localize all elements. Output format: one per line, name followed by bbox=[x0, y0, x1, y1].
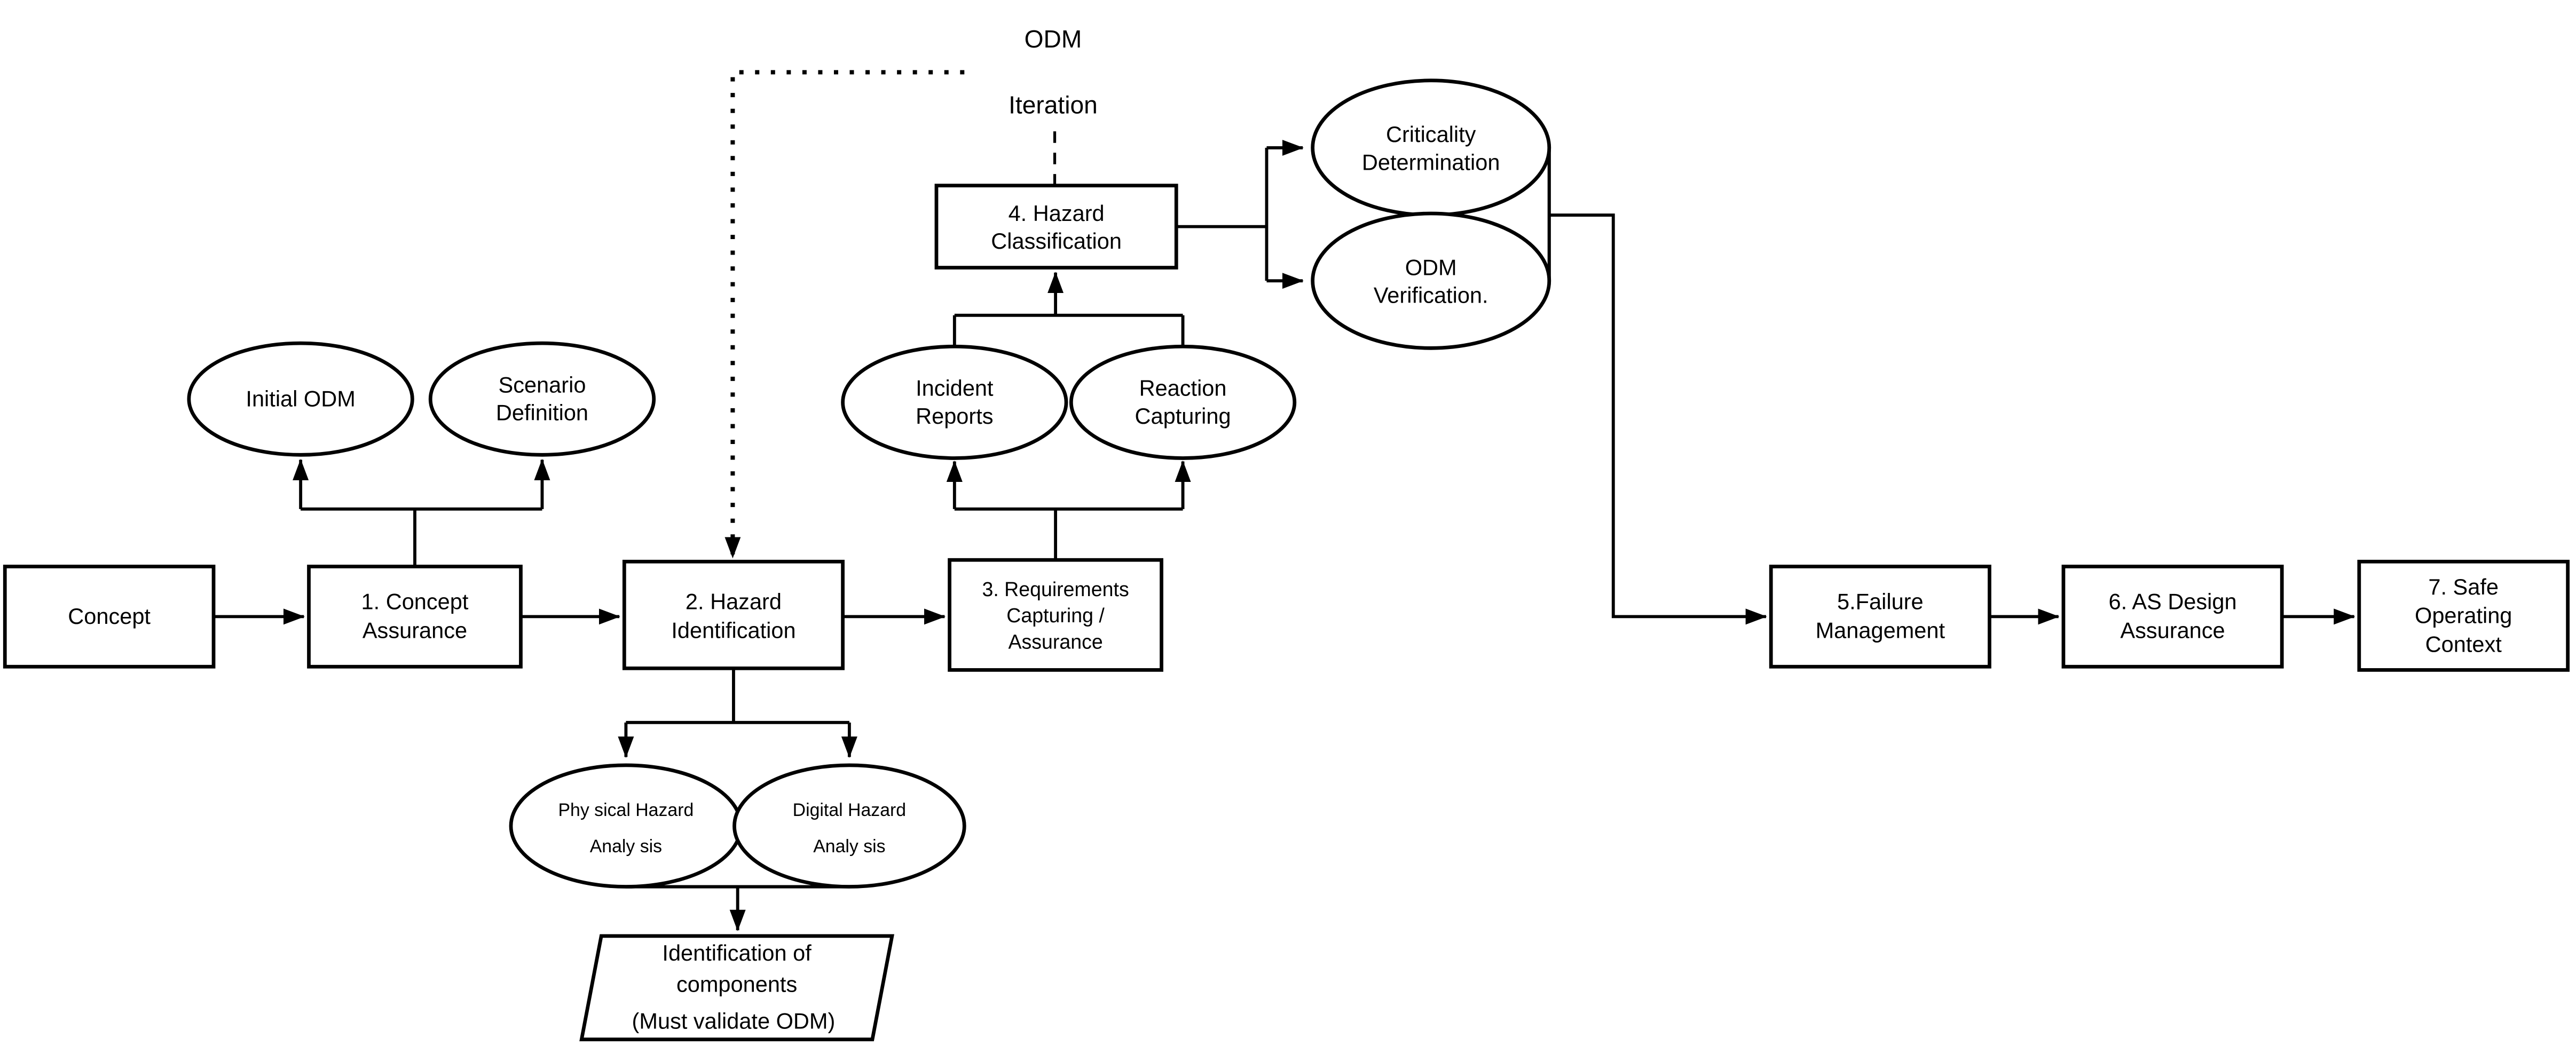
identification-of-components-label-line2: components bbox=[676, 971, 797, 996]
step7-label-line1: 7. Safe bbox=[2428, 574, 2499, 599]
ellipse-odm-verification: ODM Verification. bbox=[1311, 211, 1551, 350]
step7-label-line3: Context bbox=[2425, 632, 2502, 657]
ellipse-scenario-definition: Scenario Definition bbox=[428, 341, 656, 457]
physical-hazard-analysis-label-line2: Analy sis bbox=[590, 836, 662, 857]
step3-box bbox=[948, 558, 1163, 672]
odm-iteration-label-line1: ODM bbox=[1025, 25, 1082, 53]
step7-label-line2: Operating bbox=[2415, 603, 2512, 628]
connectors bbox=[214, 70, 2356, 931]
identification-of-components-label-line1: Identification of bbox=[662, 940, 812, 965]
odm-verification-label-line1: ODM bbox=[1405, 255, 1457, 280]
reaction-capturing-label-line2: Capturing bbox=[1135, 403, 1231, 429]
digital-hazard-analysis-label-line2: Analy sis bbox=[813, 836, 885, 857]
node-6-as-design-assurance: 6. AS Design Assurance bbox=[2061, 565, 2284, 669]
step2-label-line1: 2. Hazard bbox=[686, 589, 782, 614]
step1-box bbox=[307, 565, 523, 669]
step6-box bbox=[2061, 565, 2284, 669]
step6-label-line2: Assurance bbox=[2120, 617, 2225, 643]
odm-iteration-label-line2: Iteration bbox=[1009, 91, 1098, 118]
step4-box bbox=[934, 184, 1178, 270]
step5-label-line2: Management bbox=[1816, 617, 1945, 643]
step4-label-line2: Classification bbox=[991, 228, 1122, 253]
step3-label-line2: Capturing / bbox=[1006, 604, 1105, 627]
ellipse-criticality-determination: Criticality Determination bbox=[1311, 78, 1551, 217]
ellipse-incident-reports: Incident Reports bbox=[841, 344, 1068, 460]
dotted-odm-iteration-feedback bbox=[724, 70, 965, 559]
concept-box bbox=[3, 565, 216, 669]
node-4-hazard-classification: 4. Hazard Classification bbox=[934, 184, 1178, 270]
concept-label: Concept bbox=[68, 604, 151, 629]
scenario-definition-label-line2: Definition bbox=[496, 400, 588, 425]
node-7-safe-operating-context: 7. Safe Operating Context bbox=[2357, 559, 2570, 672]
identification-of-components-label-line3: (Must validate ODM) bbox=[632, 1009, 836, 1034]
step5-label-line1: 5.Failure bbox=[1837, 589, 1924, 614]
parallelogram-identification-of-components: Identification of components (Must valid… bbox=[579, 934, 894, 1042]
step3-label-line1: 3. Requirements bbox=[982, 578, 1129, 600]
scenario-definition-label-line1: Scenario bbox=[499, 372, 586, 397]
node-1-concept-assurance: 1. Concept Assurance bbox=[307, 565, 523, 669]
ellipse-initial-odm: Initial ODM bbox=[187, 341, 414, 457]
digital-hazard-analysis-ellipse bbox=[732, 763, 966, 889]
step4-label-line1: 4. Hazard bbox=[1009, 201, 1105, 226]
initial-odm-ellipse bbox=[187, 341, 414, 457]
step1-label-line1: 1. Concept bbox=[361, 589, 469, 614]
reaction-capturing-ellipse bbox=[1069, 344, 1297, 460]
node-2-hazard-identification: 2. Hazard Identification bbox=[622, 559, 845, 670]
incident-reports-ellipse bbox=[841, 344, 1068, 460]
identification-of-components-shape bbox=[579, 934, 894, 1042]
initial-odm-label: Initial ODM bbox=[246, 386, 355, 411]
criticality-determination-label-line2: Determination bbox=[1362, 149, 1500, 175]
odm-verification-ellipse bbox=[1311, 211, 1551, 350]
scenario-definition-ellipse bbox=[428, 341, 656, 457]
ellipse-reaction-capturing: Reaction Capturing bbox=[1069, 344, 1297, 460]
reaction-capturing-label-line1: Reaction bbox=[1139, 376, 1227, 401]
step3-label-line3: Assurance bbox=[1008, 630, 1102, 653]
step7-box bbox=[2357, 559, 2570, 672]
criticality-determination-label-line1: Criticality bbox=[1386, 122, 1476, 147]
step6-label-line1: 6. AS Design bbox=[2108, 589, 2236, 614]
incident-reports-label-line1: Incident bbox=[916, 376, 994, 401]
step1-label-line2: Assurance bbox=[363, 617, 467, 643]
step2-box bbox=[622, 559, 845, 670]
node-3-requirements-capturing-assurance: 3. Requirements Capturing / Assurance bbox=[948, 558, 1163, 672]
physical-hazard-analysis-label-line1: Phy sical Hazard bbox=[558, 800, 694, 820]
node-concept: Concept bbox=[3, 565, 216, 669]
connector-odm-cylinder-to-step5 bbox=[1549, 213, 1767, 625]
ellipse-digital-hazard-analysis: Digital Hazard Analy sis bbox=[732, 763, 966, 889]
node-5-failure-management: 5.Failure Management bbox=[1769, 565, 1991, 669]
physical-hazard-analysis-ellipse bbox=[509, 763, 743, 889]
label-odm-iteration: ODM Iteration bbox=[1009, 25, 1098, 118]
criticality-determination-ellipse bbox=[1311, 78, 1551, 217]
incident-reports-label-line2: Reports bbox=[916, 403, 993, 429]
step5-box bbox=[1769, 565, 1991, 669]
ellipse-physical-hazard-analysis: Phy sical Hazard Analy sis bbox=[509, 763, 743, 889]
odm-verification-label-line2: Verification. bbox=[1374, 283, 1488, 308]
digital-hazard-analysis-label-line1: Digital Hazard bbox=[793, 800, 906, 820]
step2-label-line2: Identification bbox=[671, 617, 795, 643]
